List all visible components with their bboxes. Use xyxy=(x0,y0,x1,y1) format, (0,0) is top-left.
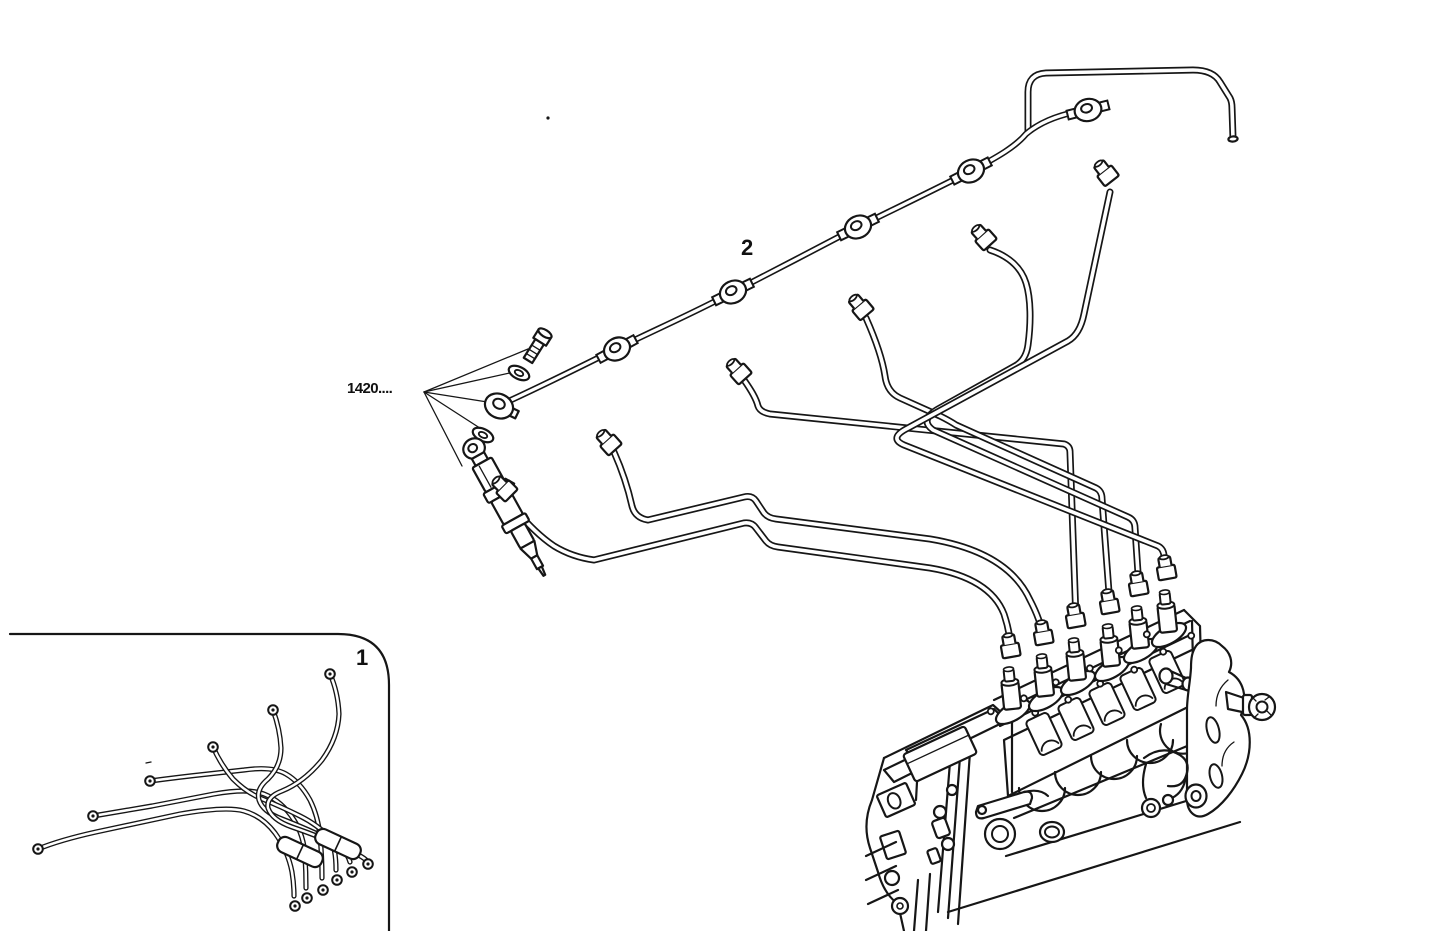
pump-nut-4 xyxy=(1096,586,1121,616)
banjo-fitting-3 xyxy=(833,206,883,248)
injection-pipe-cyl3 xyxy=(744,380,1076,620)
leader-lines xyxy=(423,348,529,467)
gallery-window-3 xyxy=(1087,680,1127,728)
banjo-fitting-4 xyxy=(946,150,996,192)
leak-off-pipe-assembly xyxy=(509,70,1239,401)
stop-lever xyxy=(974,789,1050,820)
gallery-window-2 xyxy=(1056,695,1096,743)
banjo-union xyxy=(483,392,520,420)
callout-injector-fittings-ref: 1420.... xyxy=(347,380,393,397)
union-nut-cyl5 xyxy=(966,219,999,252)
pump-front-cover xyxy=(902,725,978,783)
gallery-window-4 xyxy=(1118,665,1158,713)
drive-coupling-hook xyxy=(1140,749,1189,819)
stray-mark xyxy=(145,761,152,764)
inset-border xyxy=(8,632,391,931)
injection-pipe-cyl1 xyxy=(506,498,1011,650)
governor-window xyxy=(879,829,907,861)
callout-leak-off-pipe: 2 xyxy=(741,235,754,260)
pipe-open-end xyxy=(1227,135,1239,143)
union-nut-cyl6 xyxy=(1089,155,1121,188)
governor-linkage xyxy=(926,804,956,865)
front-round-boss xyxy=(983,817,1017,851)
flange-slot-2 xyxy=(1208,763,1224,789)
union-nut-cyl2 xyxy=(591,424,624,457)
pipe-union-nuts-injector-side xyxy=(487,155,1121,503)
banjo-fitting-1 xyxy=(592,328,642,370)
banjo-fitting-5 xyxy=(1063,93,1113,127)
injection-pipes xyxy=(506,192,1167,650)
banjo-fitting-2 xyxy=(708,271,758,313)
washer-upper xyxy=(505,361,533,385)
gallery-window-1 xyxy=(1024,710,1064,758)
pump-body xyxy=(902,608,1242,914)
governor-boss xyxy=(876,782,916,818)
pump-nut-2 xyxy=(1030,617,1055,647)
pump-nut-3 xyxy=(1062,600,1087,630)
print-speck xyxy=(546,116,550,120)
pump-nut-5 xyxy=(1125,568,1150,598)
fuel-injector xyxy=(462,437,547,577)
injection-pump xyxy=(864,552,1277,931)
union-nut-cyl4 xyxy=(843,289,876,322)
pump-nut-6 xyxy=(1153,552,1178,582)
return-hook-pipe xyxy=(1028,70,1239,143)
flange-slot-1 xyxy=(1205,716,1221,744)
mounting-flange xyxy=(1140,638,1277,819)
injector-nozzle-tip xyxy=(537,565,547,577)
banjo-bolt xyxy=(522,327,553,365)
callout-injection-pipe-set: 1 xyxy=(356,645,369,670)
side-oval-port xyxy=(1038,820,1066,844)
injector-fittings-group xyxy=(423,327,553,467)
pump-nut-1 xyxy=(997,630,1022,660)
flange-hub xyxy=(1184,783,1208,809)
inset-box xyxy=(8,632,391,931)
injection-pipe-cyl2 xyxy=(614,452,1043,637)
